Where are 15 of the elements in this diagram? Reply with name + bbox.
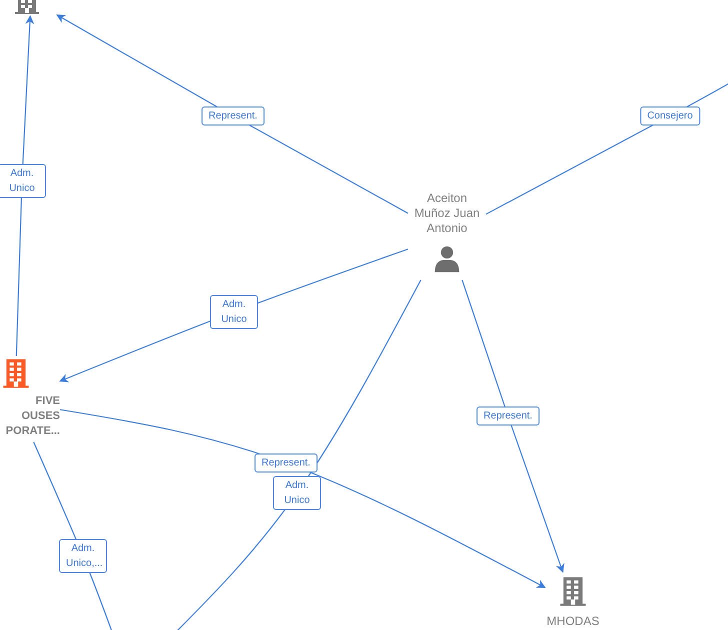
connector-arrow	[462, 280, 564, 573]
node-label: FIVE OUSES PORATE...	[4, 394, 60, 439]
edge-label: Adm. Unico	[210, 295, 258, 329]
connector-arrow	[16, 15, 34, 356]
connector-arrow	[56, 14, 408, 214]
edge-label: Consejero	[640, 106, 700, 126]
edge-label: Represent.	[202, 106, 264, 126]
node-label: MHODAS	[546, 614, 600, 629]
connector-arrow	[60, 409, 546, 588]
edge-label: Adm. Unico	[0, 164, 46, 198]
edge-label: Represent.	[476, 406, 540, 426]
edge-label: Adm. Unico,...	[59, 539, 107, 573]
node-label: Aceiton Muñoz Juan Antonio	[413, 191, 481, 236]
edge-label: Represent.	[254, 454, 318, 472]
edge-label: Adm. Unico	[273, 476, 321, 510]
